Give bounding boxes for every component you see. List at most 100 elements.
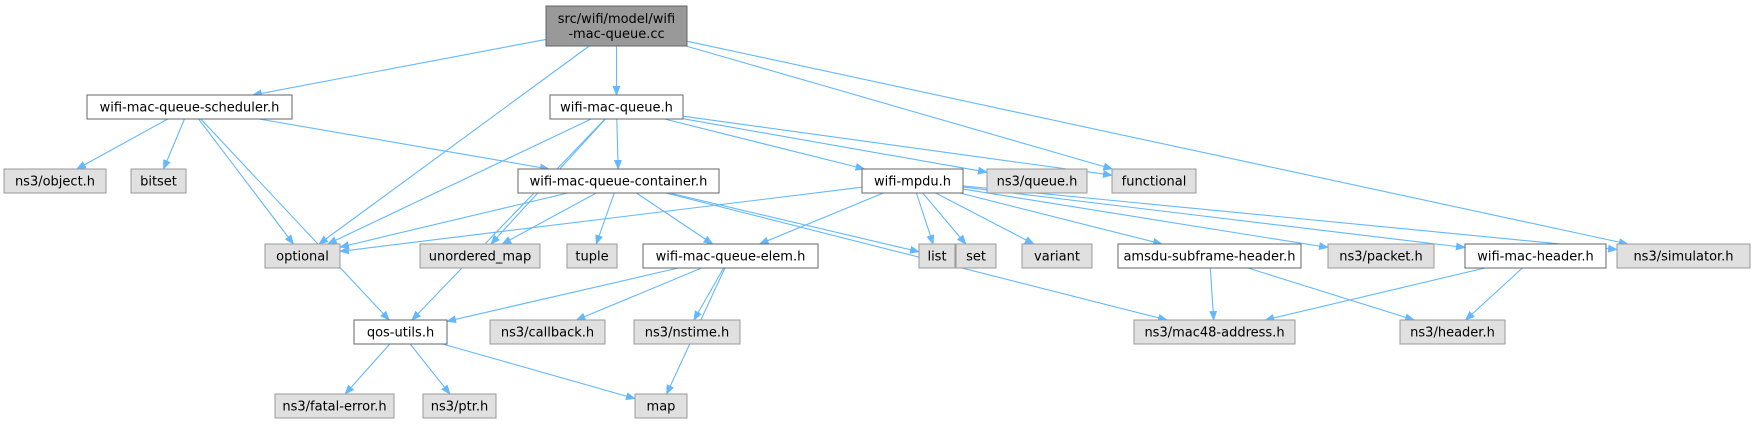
- node-box-object: [3, 168, 107, 194]
- edge-elem-to-qos: [446, 267, 679, 324]
- node-mac48: ns3/mac48-address.h: [1133, 319, 1296, 345]
- node-label-callback: ns3/callback.h: [501, 326, 594, 341]
- node-mpdu[interactable]: wifi-mpdu.h: [861, 168, 964, 194]
- nodes-layer: src/wifi/model/wifi-mac-queue.cc wifi-mac…: [3, 5, 1751, 419]
- node-map: map: [634, 393, 688, 419]
- edge-container-to-optional: [339, 192, 569, 249]
- node-box-fatal: [274, 393, 395, 419]
- node-label-mpdu: wifi-mpdu.h: [874, 175, 951, 190]
- edge-scheduler-to-object: [75, 118, 168, 170]
- node-ns3queue: ns3/queue.h: [986, 168, 1088, 194]
- node-elem[interactable]: wifi-mac-queue-elem.h: [642, 243, 819, 269]
- node-nstime: ns3/nstime.h: [633, 319, 741, 345]
- edge-amsdu-to-mac48: [1209, 267, 1218, 321]
- node-label-nstime: ns3/nstime.h: [645, 326, 729, 341]
- node-label-set: set: [966, 250, 986, 265]
- node-box-qos: [353, 319, 448, 345]
- node-callback: ns3/callback.h: [489, 319, 606, 345]
- node-box-optional: [264, 243, 341, 269]
- node-qos[interactable]: qos-utils.h: [353, 319, 448, 345]
- node-label-macheader: wifi-mac-header.h: [1477, 250, 1594, 265]
- node-label-ns3queue: ns3/queue.h: [997, 175, 1078, 190]
- node-bitset: bitset: [130, 168, 187, 194]
- edge-container-to-unordered_map: [501, 192, 597, 245]
- node-box-mac48: [1133, 319, 1296, 345]
- edge-container-to-list: [669, 192, 920, 254]
- edge-mpdu-to-optional: [339, 186, 863, 255]
- node-box-header: [1399, 319, 1506, 345]
- edge-root-to-optional: [318, 45, 590, 245]
- node-amsdu[interactable]: amsdu-subframe-header.h: [1117, 243, 1302, 269]
- node-functional: functional: [1111, 168, 1197, 194]
- node-box-amsdu: [1117, 243, 1302, 269]
- node-box-bitset: [130, 168, 187, 194]
- edge-mpdu-to-elem: [758, 192, 884, 245]
- node-macheader[interactable]: wifi-mac-header.h: [1464, 243, 1607, 269]
- node-label-variant: variant: [1034, 250, 1080, 265]
- node-box-container: [517, 168, 720, 194]
- node-label-unordered_map: unordered_map: [429, 250, 532, 265]
- edge-qos-to-ptr: [409, 343, 451, 395]
- node-box-queue_h: [549, 94, 684, 120]
- node-fatal: ns3/fatal-error.h: [274, 393, 395, 419]
- node-label-container: wifi-mac-queue-container.h: [530, 175, 708, 190]
- node-box-ns3queue: [986, 168, 1088, 194]
- edge-queue_h-to-mpdu: [664, 118, 866, 171]
- node-label-bitset: bitset: [140, 175, 177, 190]
- node-label-qos: qos-utils.h: [367, 326, 434, 341]
- node-label-scheduler: wifi-mac-queue-scheduler.h: [100, 101, 280, 116]
- node-label-optional: optional: [276, 250, 329, 265]
- node-label-queue_h: wifi-mac-queue.h: [560, 101, 673, 116]
- node-label-root: src/wifi/model/wifi: [558, 12, 675, 27]
- node-label-tuple: tuple: [575, 250, 608, 265]
- node-box-root: [545, 5, 688, 47]
- node-box-mpdu: [861, 168, 964, 194]
- node-box-callback: [489, 319, 606, 345]
- edge-mpdu-to-simulator: [962, 185, 1618, 253]
- edge-scheduler-to-bitset: [162, 118, 186, 170]
- node-header: ns3/header.h: [1399, 319, 1506, 345]
- node-scheduler[interactable]: wifi-mac-queue-scheduler.h: [86, 94, 293, 120]
- edge-root-to-simulator: [686, 40, 1629, 247]
- edge-queue_h-to-ns3queue: [682, 118, 988, 175]
- edge-qos-to-fatal: [344, 343, 391, 395]
- node-tuple: tuple: [566, 243, 618, 269]
- edge-mpdu-to-packet: [962, 188, 1329, 251]
- node-container[interactable]: wifi-mac-queue-container.h: [517, 168, 720, 194]
- edge-container-to-elem: [636, 192, 714, 245]
- node-packet: ns3/packet.h: [1327, 243, 1435, 269]
- edge-mpdu-to-amsdu: [959, 192, 1163, 246]
- edge-scheduler-to-container: [259, 118, 550, 172]
- edge-elem-to-nstime: [693, 267, 725, 321]
- edge-macheader-to-mac48: [1264, 267, 1485, 322]
- node-variant: variant: [1021, 243, 1093, 269]
- node-label-ptr: ns3/ptr.h: [431, 400, 489, 415]
- node-root[interactable]: src/wifi/model/wifi-mac-queue.cc: [545, 5, 688, 47]
- node-unordered_map: unordered_map: [419, 243, 541, 269]
- node-queue_h[interactable]: wifi-mac-queue.h: [549, 94, 684, 120]
- node-box-nstime: [633, 319, 741, 345]
- edge-macheader-to-header: [1464, 267, 1523, 321]
- edge-scheduler-to-qos: [200, 118, 390, 321]
- edge-queue_h-to-functional: [682, 115, 1113, 178]
- node-label-header: ns3/header.h: [1410, 326, 1495, 341]
- edge-qos-to-map: [442, 343, 636, 400]
- node-box-macheader: [1464, 243, 1607, 269]
- edge-root-to-functional: [685, 45, 1114, 171]
- edge-queue_h-to-qos: [411, 118, 606, 321]
- edge-amsdu-to-header: [1247, 267, 1416, 322]
- node-box-set: [955, 243, 997, 269]
- node-label-mac48: ns3/mac48-address.h: [1144, 326, 1284, 341]
- node-label-fatal: ns3/fatal-error.h: [282, 400, 386, 415]
- node-label-map: map: [647, 400, 676, 415]
- edge-queue_h-to-optional: [326, 118, 592, 245]
- edge-mpdu-to-list: [915, 192, 935, 245]
- node-label-simulator: ns3/simulator.h: [1633, 250, 1733, 265]
- edge-scheduler-to-optional: [198, 118, 295, 245]
- node-label-root: -mac-queue.cc: [568, 27, 664, 42]
- edges-layer: [75, 38, 1629, 400]
- edge-mpdu-to-set: [922, 192, 967, 245]
- edge-container-to-mac48: [665, 192, 1169, 322]
- node-ptr: ns3/ptr.h: [422, 393, 497, 419]
- node-simulator: ns3/simulator.h: [1616, 243, 1751, 269]
